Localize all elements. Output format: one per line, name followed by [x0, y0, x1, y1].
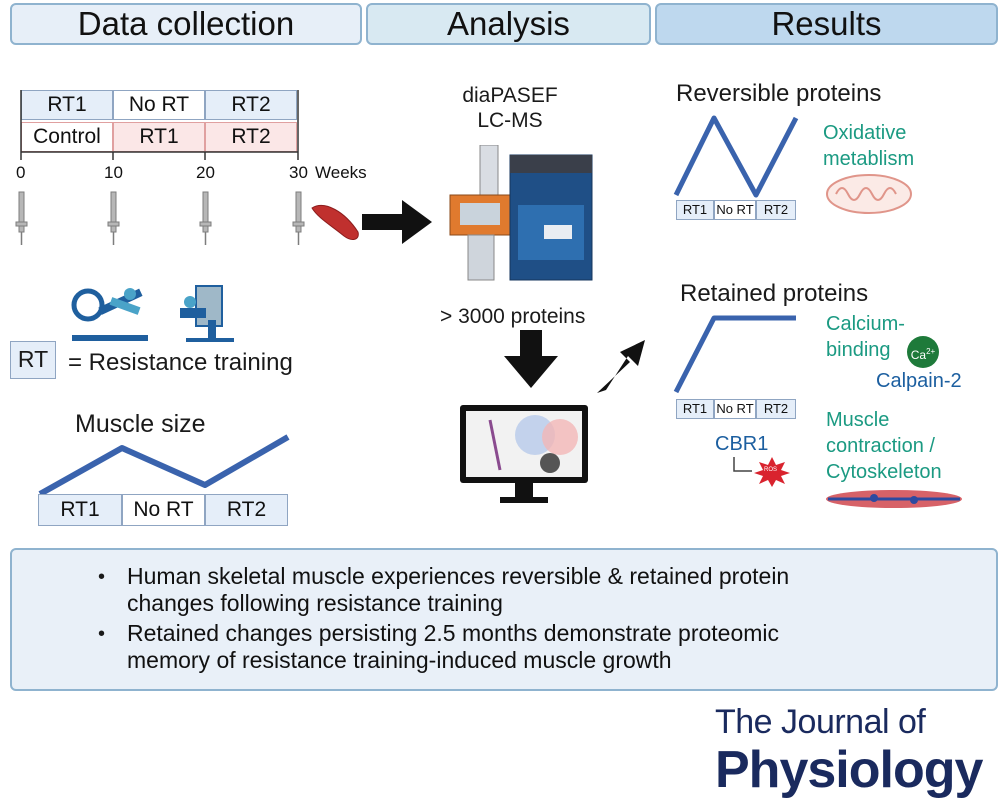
leg-press-icon [71, 288, 148, 341]
header-results: Results [655, 3, 998, 45]
exercise-machines [71, 285, 234, 342]
arrow-up-right-icon [597, 340, 645, 393]
bullet2-line1: Retained changes persisting 2.5 months d… [127, 620, 780, 646]
reversible-title: Reversible proteins [676, 80, 882, 107]
mass-spectrometer-icon [449, 145, 593, 281]
retained-axis-cell: No RT [714, 399, 756, 419]
journal-line1: The Journal of [715, 703, 926, 741]
tick-label: 20 [196, 163, 215, 182]
tick-label: 10 [104, 163, 123, 182]
reversible-axis-cell: RT1 [676, 200, 714, 220]
calcium-ion-symbol: Ca [910, 348, 927, 362]
bullet2-line2: memory of resistance training-induced mu… [127, 647, 672, 673]
header-data-collection: Data collection [10, 3, 362, 45]
tick-label: 30 [289, 163, 308, 182]
retained-axis-cell: RT2 [756, 399, 796, 419]
leg-extension-icon [180, 285, 234, 342]
retained-title: Retained proteins [680, 280, 869, 307]
bullet1-line2: changes following resistance training [127, 590, 503, 616]
ros-icon [733, 457, 790, 487]
protein-count: > 3000 proteins [440, 305, 586, 328]
muscle-line1: Muscle [826, 409, 890, 431]
retained-axis-cell: RT1 [676, 399, 714, 419]
instrument-label: diaPASEF LC-MS [445, 83, 575, 133]
cytoskeleton-icon [826, 490, 962, 508]
timeline-cell: RT2 [205, 90, 297, 120]
rt-legend-box: RT [10, 341, 56, 379]
weeks-label: Weeks [315, 163, 367, 182]
calcium-ion-charge: 2+ [926, 347, 936, 356]
ros-label: ROS [764, 467, 778, 473]
bullet1-line1: Human skeletal muscle experiences revers… [127, 563, 790, 589]
journal-line2: Physiology [715, 741, 983, 799]
reversible-axis-cell: RT2 [756, 200, 796, 220]
reversible-label-line2: metablism [823, 148, 915, 170]
muscle-contraction-label: Muscle contraction / Cytoskeleton [826, 407, 942, 485]
timeline-cell: No RT [113, 90, 205, 120]
instrument-line1: diaPASEF [462, 84, 558, 107]
summary-box [10, 548, 998, 691]
timeline-cell: RT1 [113, 122, 205, 152]
timeline-cell: RT2 [205, 122, 297, 152]
muscle-size-title: Muscle size [75, 410, 206, 438]
journal-logo: The Journal of Physiology [715, 703, 983, 799]
rt-legend-definition: = Resistance training [68, 349, 293, 376]
timeline-cell: RT1 [21, 90, 113, 120]
tick-label: 0 [16, 163, 26, 182]
biopsy-needle-icon [15, 191, 305, 245]
muscle-size-cell: RT1 [38, 494, 122, 526]
muscle-line3: Cytoskeleton [826, 461, 942, 483]
arrow-down-icon [504, 330, 558, 388]
reversible-label: Oxidative metablism [823, 120, 914, 172]
muscle-sample-icon [311, 205, 359, 240]
muscle-size-cell: No RT [122, 494, 205, 526]
calcium-line2: binding [826, 339, 891, 361]
calcium-binding-label: Calcium- binding [826, 311, 905, 363]
summary-bullet-1: Human skeletal muscle experiences revers… [127, 563, 789, 617]
header-analysis: Analysis [366, 3, 651, 45]
instrument-line2: LC-MS [477, 109, 543, 132]
reversible-label-line1: Oxidative [823, 122, 907, 144]
reversible-axis-cell: No RT [714, 200, 756, 220]
computer-monitor-icon [460, 405, 588, 503]
summary-bullet-2: Retained changes persisting 2.5 months d… [127, 620, 779, 674]
bullet-dot: • [98, 566, 106, 588]
arrow-right-icon [362, 200, 432, 244]
timeline-cell: Control [21, 122, 113, 152]
mitochondrion-icon [826, 174, 912, 214]
muscle-line2: contraction / [826, 435, 935, 457]
calpain-label: Calpain-2 [876, 370, 962, 392]
calcium-ion-icon: Ca2+ [907, 336, 939, 368]
muscle-size-cell: RT2 [205, 494, 288, 526]
calcium-line1: Calcium- [826, 313, 905, 335]
cbr1-label: CBR1 [715, 433, 769, 455]
bullet-dot: • [98, 623, 106, 645]
